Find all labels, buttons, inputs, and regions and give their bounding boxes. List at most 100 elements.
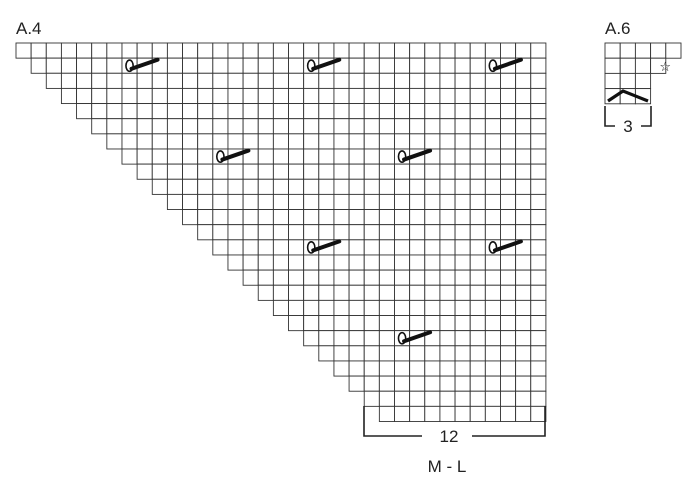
grid-cell <box>484 269 501 286</box>
grid-cell <box>151 87 168 105</box>
grid-cell <box>500 42 517 59</box>
grid-cell <box>363 360 380 377</box>
grid-cell <box>242 193 259 210</box>
grid-cell <box>272 209 289 226</box>
grid-cell <box>530 42 547 59</box>
grid-cell <box>333 284 350 301</box>
yarn-over-cable-symbol <box>306 239 342 254</box>
cable-stroke <box>311 57 342 71</box>
grid-cell <box>424 178 441 195</box>
grid-cell <box>288 315 305 332</box>
grid-cell <box>515 284 532 301</box>
grid-cell <box>454 360 471 377</box>
grid-cell <box>515 375 532 392</box>
grid-cell <box>394 299 411 316</box>
grid-cell <box>394 103 411 120</box>
grid-cell <box>363 133 380 150</box>
grid-cell <box>424 103 441 120</box>
grid-cell <box>424 390 441 407</box>
grid-cell <box>318 345 335 362</box>
grid-cell <box>242 224 259 241</box>
grid-cell <box>378 178 395 195</box>
grid-cell <box>272 163 289 180</box>
grid-cell <box>303 72 320 89</box>
grid-cell <box>515 72 532 89</box>
grid-cell <box>454 299 471 316</box>
grid-cell <box>182 178 199 195</box>
grid-cell <box>197 57 214 74</box>
grid-cell <box>409 193 426 210</box>
grid-cell <box>197 209 214 226</box>
grid-cell <box>212 178 229 195</box>
grid-cell <box>318 72 335 89</box>
grid-cell <box>166 193 183 210</box>
grid-cell <box>378 269 395 286</box>
grid-cell <box>515 133 532 150</box>
grid-cell <box>136 87 153 105</box>
grid-cell <box>303 87 320 105</box>
chevron-symbol <box>607 89 649 103</box>
grid-cell <box>60 72 78 89</box>
grid-cell <box>136 163 153 180</box>
grid-cell <box>439 178 456 195</box>
grid-cell <box>182 118 199 135</box>
grid-cell <box>409 315 426 332</box>
grid-cell <box>500 375 517 392</box>
grid-cell <box>303 103 320 120</box>
grid-cell <box>227 118 244 135</box>
grid-cell <box>469 193 486 210</box>
grid-cell <box>318 299 335 316</box>
grid-cell <box>257 103 274 120</box>
grid-cell <box>166 103 183 120</box>
grid-cell <box>242 269 259 286</box>
grid-cell <box>424 239 441 256</box>
grid-cell <box>363 299 380 316</box>
grid-cell <box>439 103 456 120</box>
grid-cell <box>15 42 32 59</box>
grid-cell <box>348 42 365 59</box>
grid-cell <box>439 72 456 89</box>
yarn-over-cable-symbol <box>488 239 523 254</box>
grid-cell <box>530 118 547 135</box>
grid-cell <box>500 148 517 165</box>
grid-cell <box>500 360 517 377</box>
grid-cell <box>106 133 123 150</box>
grid-cell <box>197 163 214 180</box>
grid-cell <box>439 42 456 59</box>
grid-cell <box>484 72 501 89</box>
grid-cell <box>197 118 214 135</box>
cable-stroke <box>492 57 523 71</box>
grid-cell <box>76 87 93 105</box>
grid-cell <box>45 42 62 59</box>
grid-cell <box>500 284 517 301</box>
grid-cell <box>378 254 395 271</box>
grid-cell <box>288 57 305 74</box>
grid-cell <box>303 299 320 316</box>
grid-cell <box>409 239 426 256</box>
grid-cell <box>530 224 547 241</box>
grid-cell <box>454 72 471 89</box>
grid-cell <box>242 118 259 135</box>
grid-cell <box>197 224 214 241</box>
grid-cell <box>469 375 486 392</box>
grid-cell <box>454 269 471 286</box>
grid-cell <box>242 254 259 271</box>
grid-cell <box>348 87 365 105</box>
grid-cell <box>182 87 199 105</box>
grid-cell <box>197 178 214 195</box>
grid-cell <box>333 72 350 89</box>
grid-cell <box>515 118 532 135</box>
grid-cell <box>439 345 456 362</box>
grid-cell <box>378 390 395 407</box>
grid-cell <box>500 118 517 135</box>
grid-cell <box>272 239 289 256</box>
grid-cell <box>394 315 411 332</box>
grid-cell <box>409 299 426 316</box>
grid-cell <box>348 148 365 165</box>
grid-cell <box>439 405 456 422</box>
grid-cell <box>212 42 229 59</box>
grid-cell <box>348 103 365 120</box>
grid-cell <box>333 133 350 150</box>
grid-cell <box>121 72 138 89</box>
grid-cell <box>530 103 547 120</box>
